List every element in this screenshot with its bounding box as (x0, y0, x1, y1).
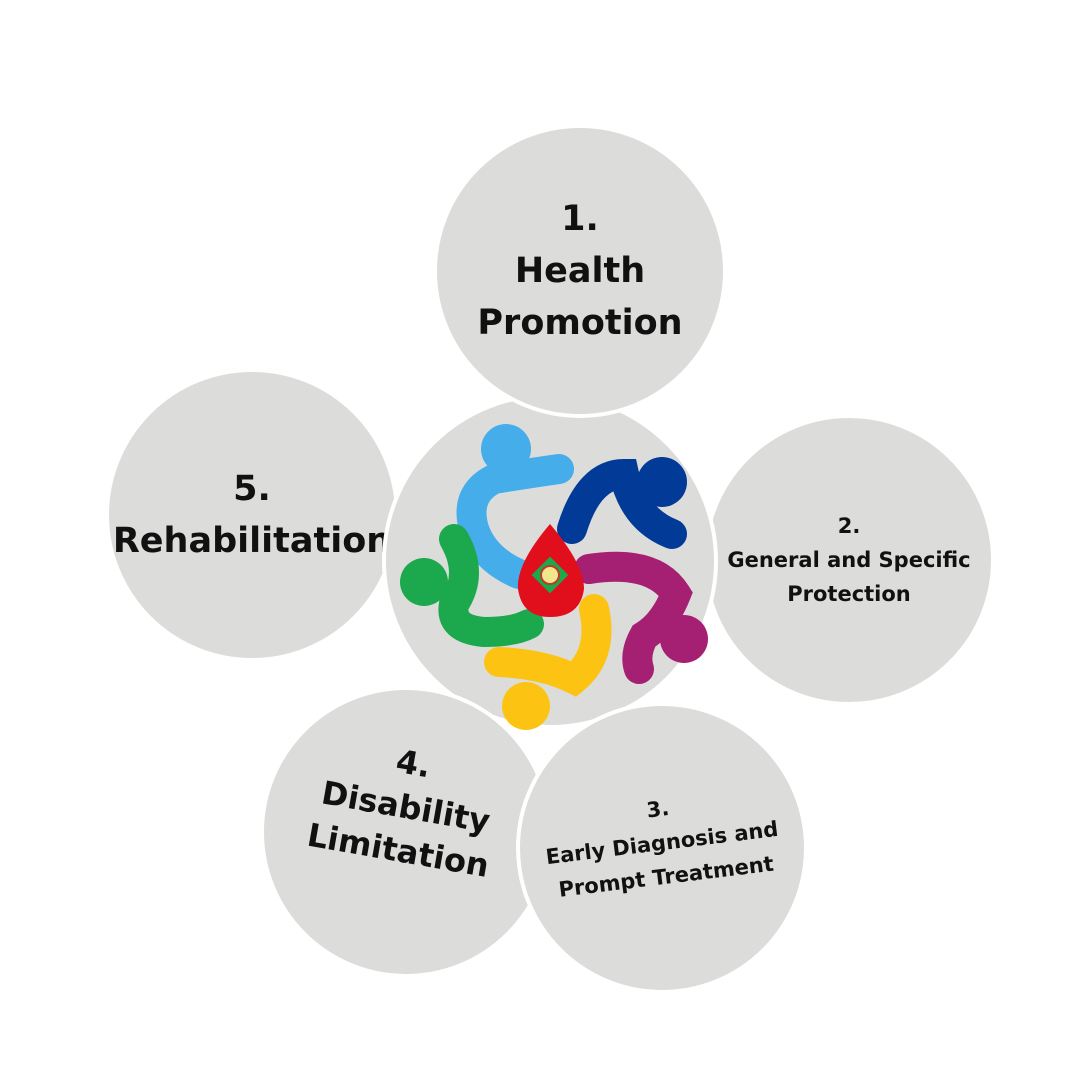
person-body-yellow (484, 594, 612, 697)
stage-5-rehabilitation: 5. Rehabilitation (105, 368, 399, 662)
stage-label: Health (514, 251, 646, 291)
person-head-green (400, 558, 448, 606)
stage-number: 1. (561, 199, 599, 239)
stage-2-protection: 2. General and Specific Protection (703, 414, 995, 706)
stage-label: Rehabilitation (112, 521, 392, 561)
center-logo-circle (382, 393, 718, 730)
stage-3-early-diagnosis: 3. Early Diagnosis and Prompt Treatment (516, 702, 808, 994)
stage-1-health-promotion: 1. Health Promotion (433, 124, 727, 418)
person-body-purple (574, 551, 693, 684)
flower-center-icon (540, 565, 560, 585)
stage-number: 5. (233, 469, 271, 509)
person-body-green (438, 524, 544, 648)
stage-number: 2. (837, 514, 861, 538)
stage-4-disability-limitation: 4. Disability Limitation (260, 686, 552, 978)
stage-label: Promotion (477, 303, 683, 343)
person-head-yellow (502, 682, 550, 730)
community-health-logo (400, 424, 708, 730)
stage-label: Protection (787, 582, 911, 606)
person-head-dark-blue (637, 457, 687, 507)
person-body-dark-blue (557, 458, 687, 549)
person-body-light-blue (456, 454, 574, 589)
stage-label: General and Specific (727, 548, 971, 572)
